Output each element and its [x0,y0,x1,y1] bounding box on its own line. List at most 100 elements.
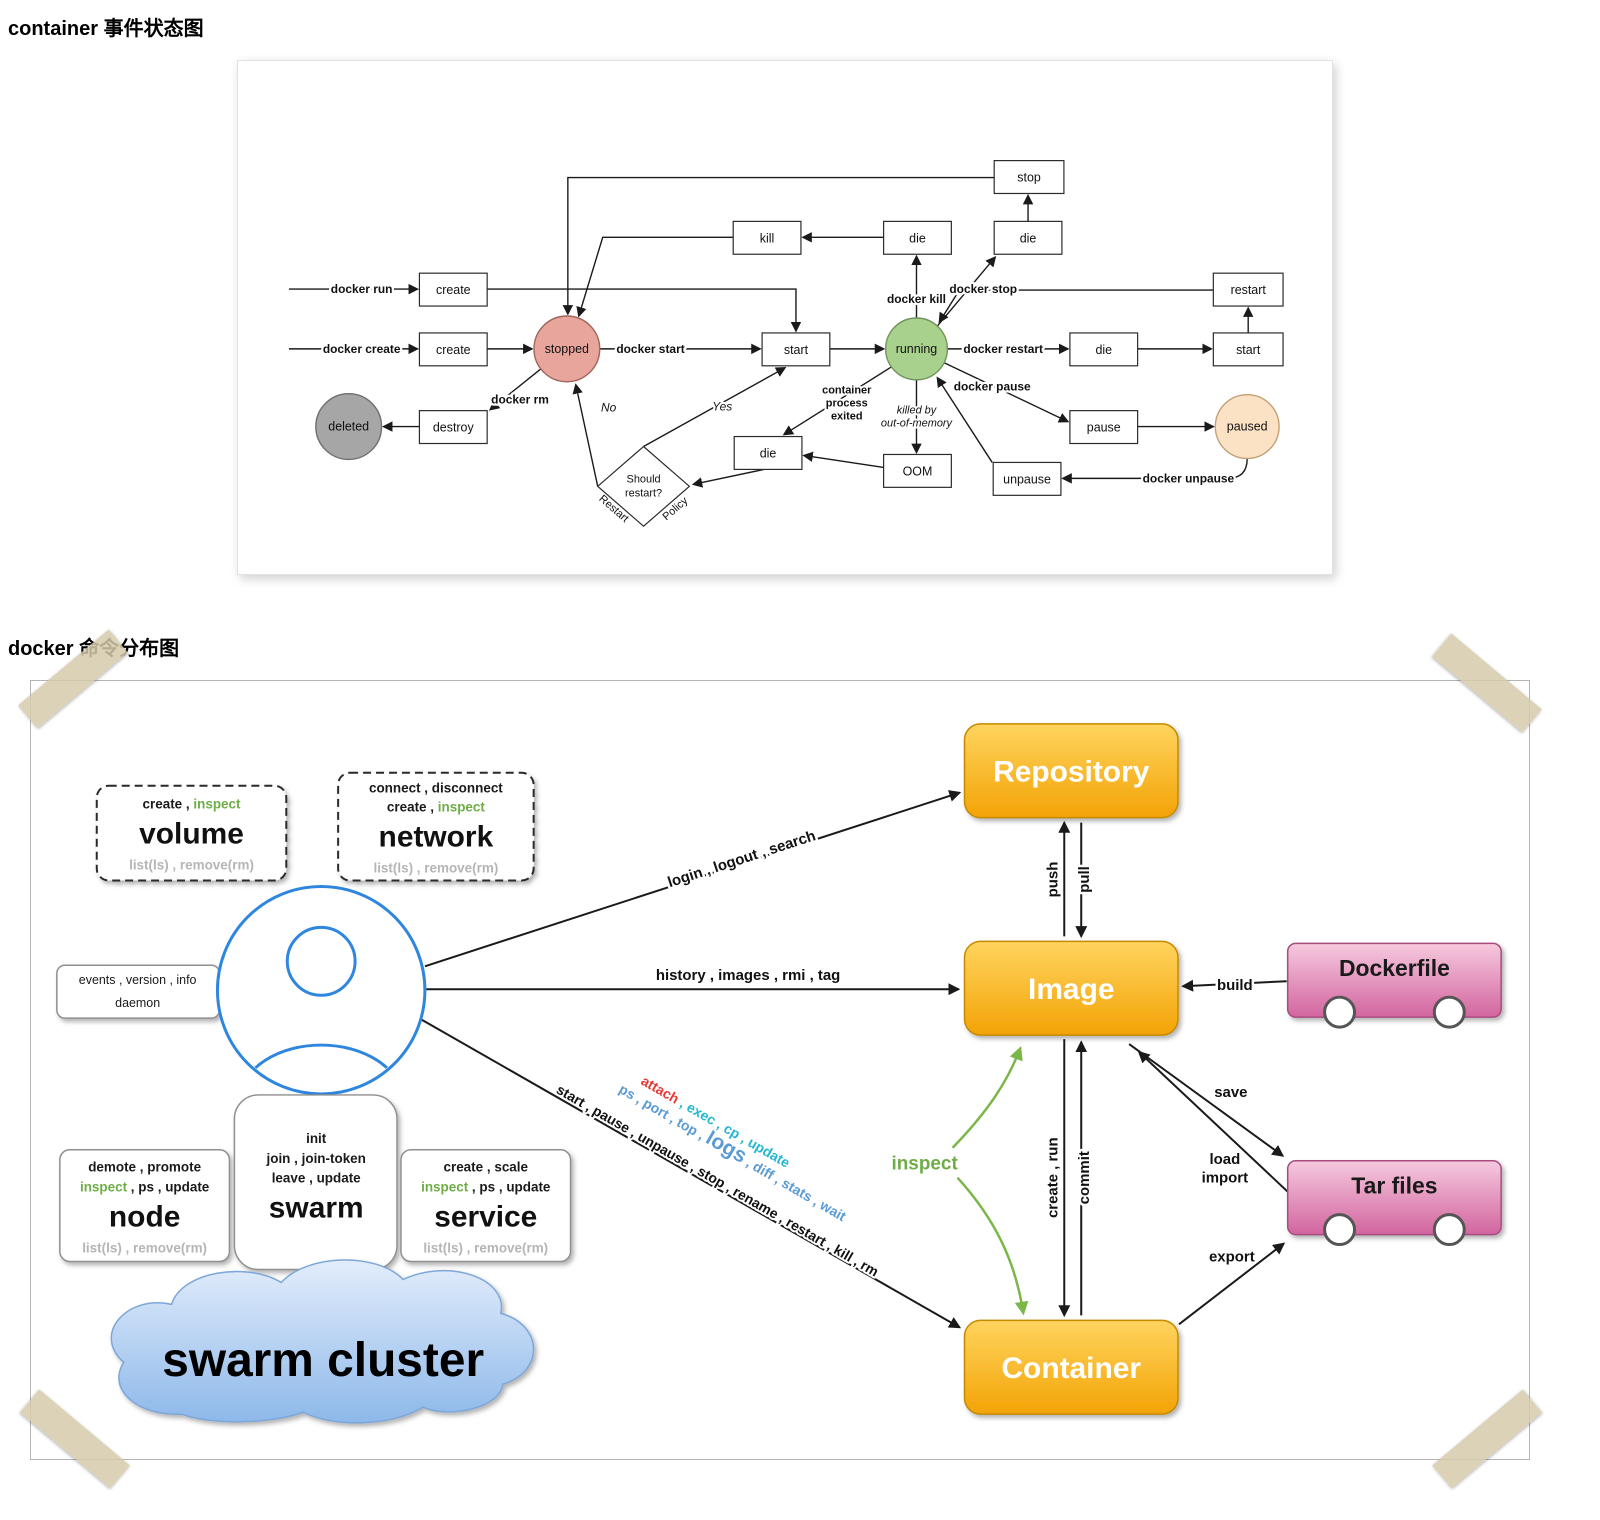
network-title: network [379,821,494,854]
label-lifec​ycle: start , pause , unpause , stop , rename … [554,1081,882,1279]
node-line2: inspect , ps , update [80,1180,210,1195]
label-login: login , logout , search [666,827,818,891]
volume-create: create , [143,797,194,812]
edge-no-to-stopped [572,383,599,487]
box-oom-label: OOM [903,464,933,478]
cloud-label: swarm cluster [162,1334,484,1387]
repository-label: Repository [993,756,1150,789]
circle-paused [1214,394,1280,460]
box-create-create-label: create [436,343,471,357]
swarm-init: init [306,1131,327,1146]
box-create-run-label: create [436,283,471,297]
volume-list: list(ls) , remove(rm) [129,858,254,873]
dockerfile-wheel-left [1323,995,1357,1029]
service-box [400,1149,572,1263]
label-docker-restart: docker restart [963,342,1043,356]
label-docker-start: docker start [616,342,684,356]
network-inspect: inspect [438,800,486,815]
label-load: load [1209,1151,1240,1168]
box-restart-label: restart [1231,283,1267,297]
box-destroy-label: destroy [433,421,475,435]
label-docker-pause: docker pause [954,380,1031,394]
command-diagram-svg: create , inspect volume list(ls) , remov… [56,723,1502,1424]
edge-kill-to-stopped [576,236,734,318]
label-exited-2: process [826,398,868,410]
network-line2: create , inspect [387,800,485,815]
edge-restart-to-running [938,289,1214,324]
state-edges [288,176,1254,488]
diamond-line2: restart? [625,487,662,499]
node-inspect: inspect [80,1180,128,1195]
swarm-leave: leave , update [272,1171,361,1186]
service-title: service [434,1201,537,1234]
box-create-create [418,332,488,367]
label-exited-3: exited [831,411,863,423]
dockerfile-wheel-right [1432,995,1466,1029]
node-list: list(ls) , remove(rm) [82,1241,207,1256]
box-kill-label: kill [760,231,775,245]
label-commit: commit [1076,1151,1093,1204]
box-die-stop [993,220,1063,255]
cloud-shape [110,1259,535,1424]
state-boxes: stop kill die die create restart create … [418,160,1284,496]
box-restart [1212,272,1284,307]
box-pause [1069,410,1139,445]
tarfiles-label: Tar files [1351,1173,1437,1199]
label-yes: Yes [712,400,732,414]
edge-inspect-image [951,1046,1023,1149]
label-save: save [1214,1084,1247,1101]
label-pull: pull [1076,866,1093,893]
label-inspect: inspect [891,1154,958,1175]
label-push: push [1044,862,1061,898]
diamond-shape [596,445,691,527]
node-title: node [109,1201,180,1234]
node-demote: demote , promote [88,1160,201,1175]
image-box [963,940,1179,1036]
box-oom [883,453,952,488]
edge-yes-to-start [643,367,787,448]
node-group [59,1149,231,1263]
box-stop [993,160,1065,195]
box-stop-label: stop [1017,171,1041,185]
box-unpause-label: unpause [1003,472,1051,486]
label-oom-2: out-of-memory [881,418,954,430]
box-die-restart-label: die [1095,343,1112,357]
label-docker-create: docker create [323,342,401,356]
box-die-exit [733,435,803,471]
label-docker-unpause: docker unpause [1143,471,1235,485]
box-start-main [761,332,831,367]
edge-docker-unpause [1061,458,1248,484]
service-create: create , scale [443,1160,528,1175]
label-history: history , images , rmi , tag [656,967,840,984]
box-pause-label: pause [1087,421,1121,435]
service-inspect: inspect [421,1180,469,1195]
daemon-cmds: events , version , info [79,973,197,987]
box-start-restart [1212,332,1284,367]
edge-docker-pause [944,362,1070,423]
volume-title: volume [139,818,244,851]
edge-create-to-start [487,288,802,333]
node-box [59,1149,231,1263]
edge-process-exited [782,366,892,436]
network-box [337,771,535,882]
volume-line1: create , inspect [143,797,241,812]
volume-box [95,784,288,882]
circle-running-label: running [896,342,938,356]
edge-build [1181,979,1287,992]
tarfiles-wheel-left [1323,1213,1357,1247]
circle-running [884,317,949,381]
state-edge-labels: docker run docker create docker start do… [321,280,1237,488]
volume-inspect: inspect [193,797,241,812]
image-label: Image [1028,973,1114,1006]
edge-unpause-to-running [936,376,993,463]
circle-stopped-label: stopped [545,342,589,356]
restart-decision-diamond: Should restart? Restart Policy [596,445,691,527]
box-die-restart [1069,332,1139,367]
box-create-run [418,272,488,307]
service-list: list(ls) , remove(rm) [423,1241,548,1256]
label-docker-run: docker run [331,282,393,296]
label-oom-1: killed by [897,405,938,417]
edge-save [1128,1043,1285,1157]
edge-oom-to-die [802,451,884,469]
